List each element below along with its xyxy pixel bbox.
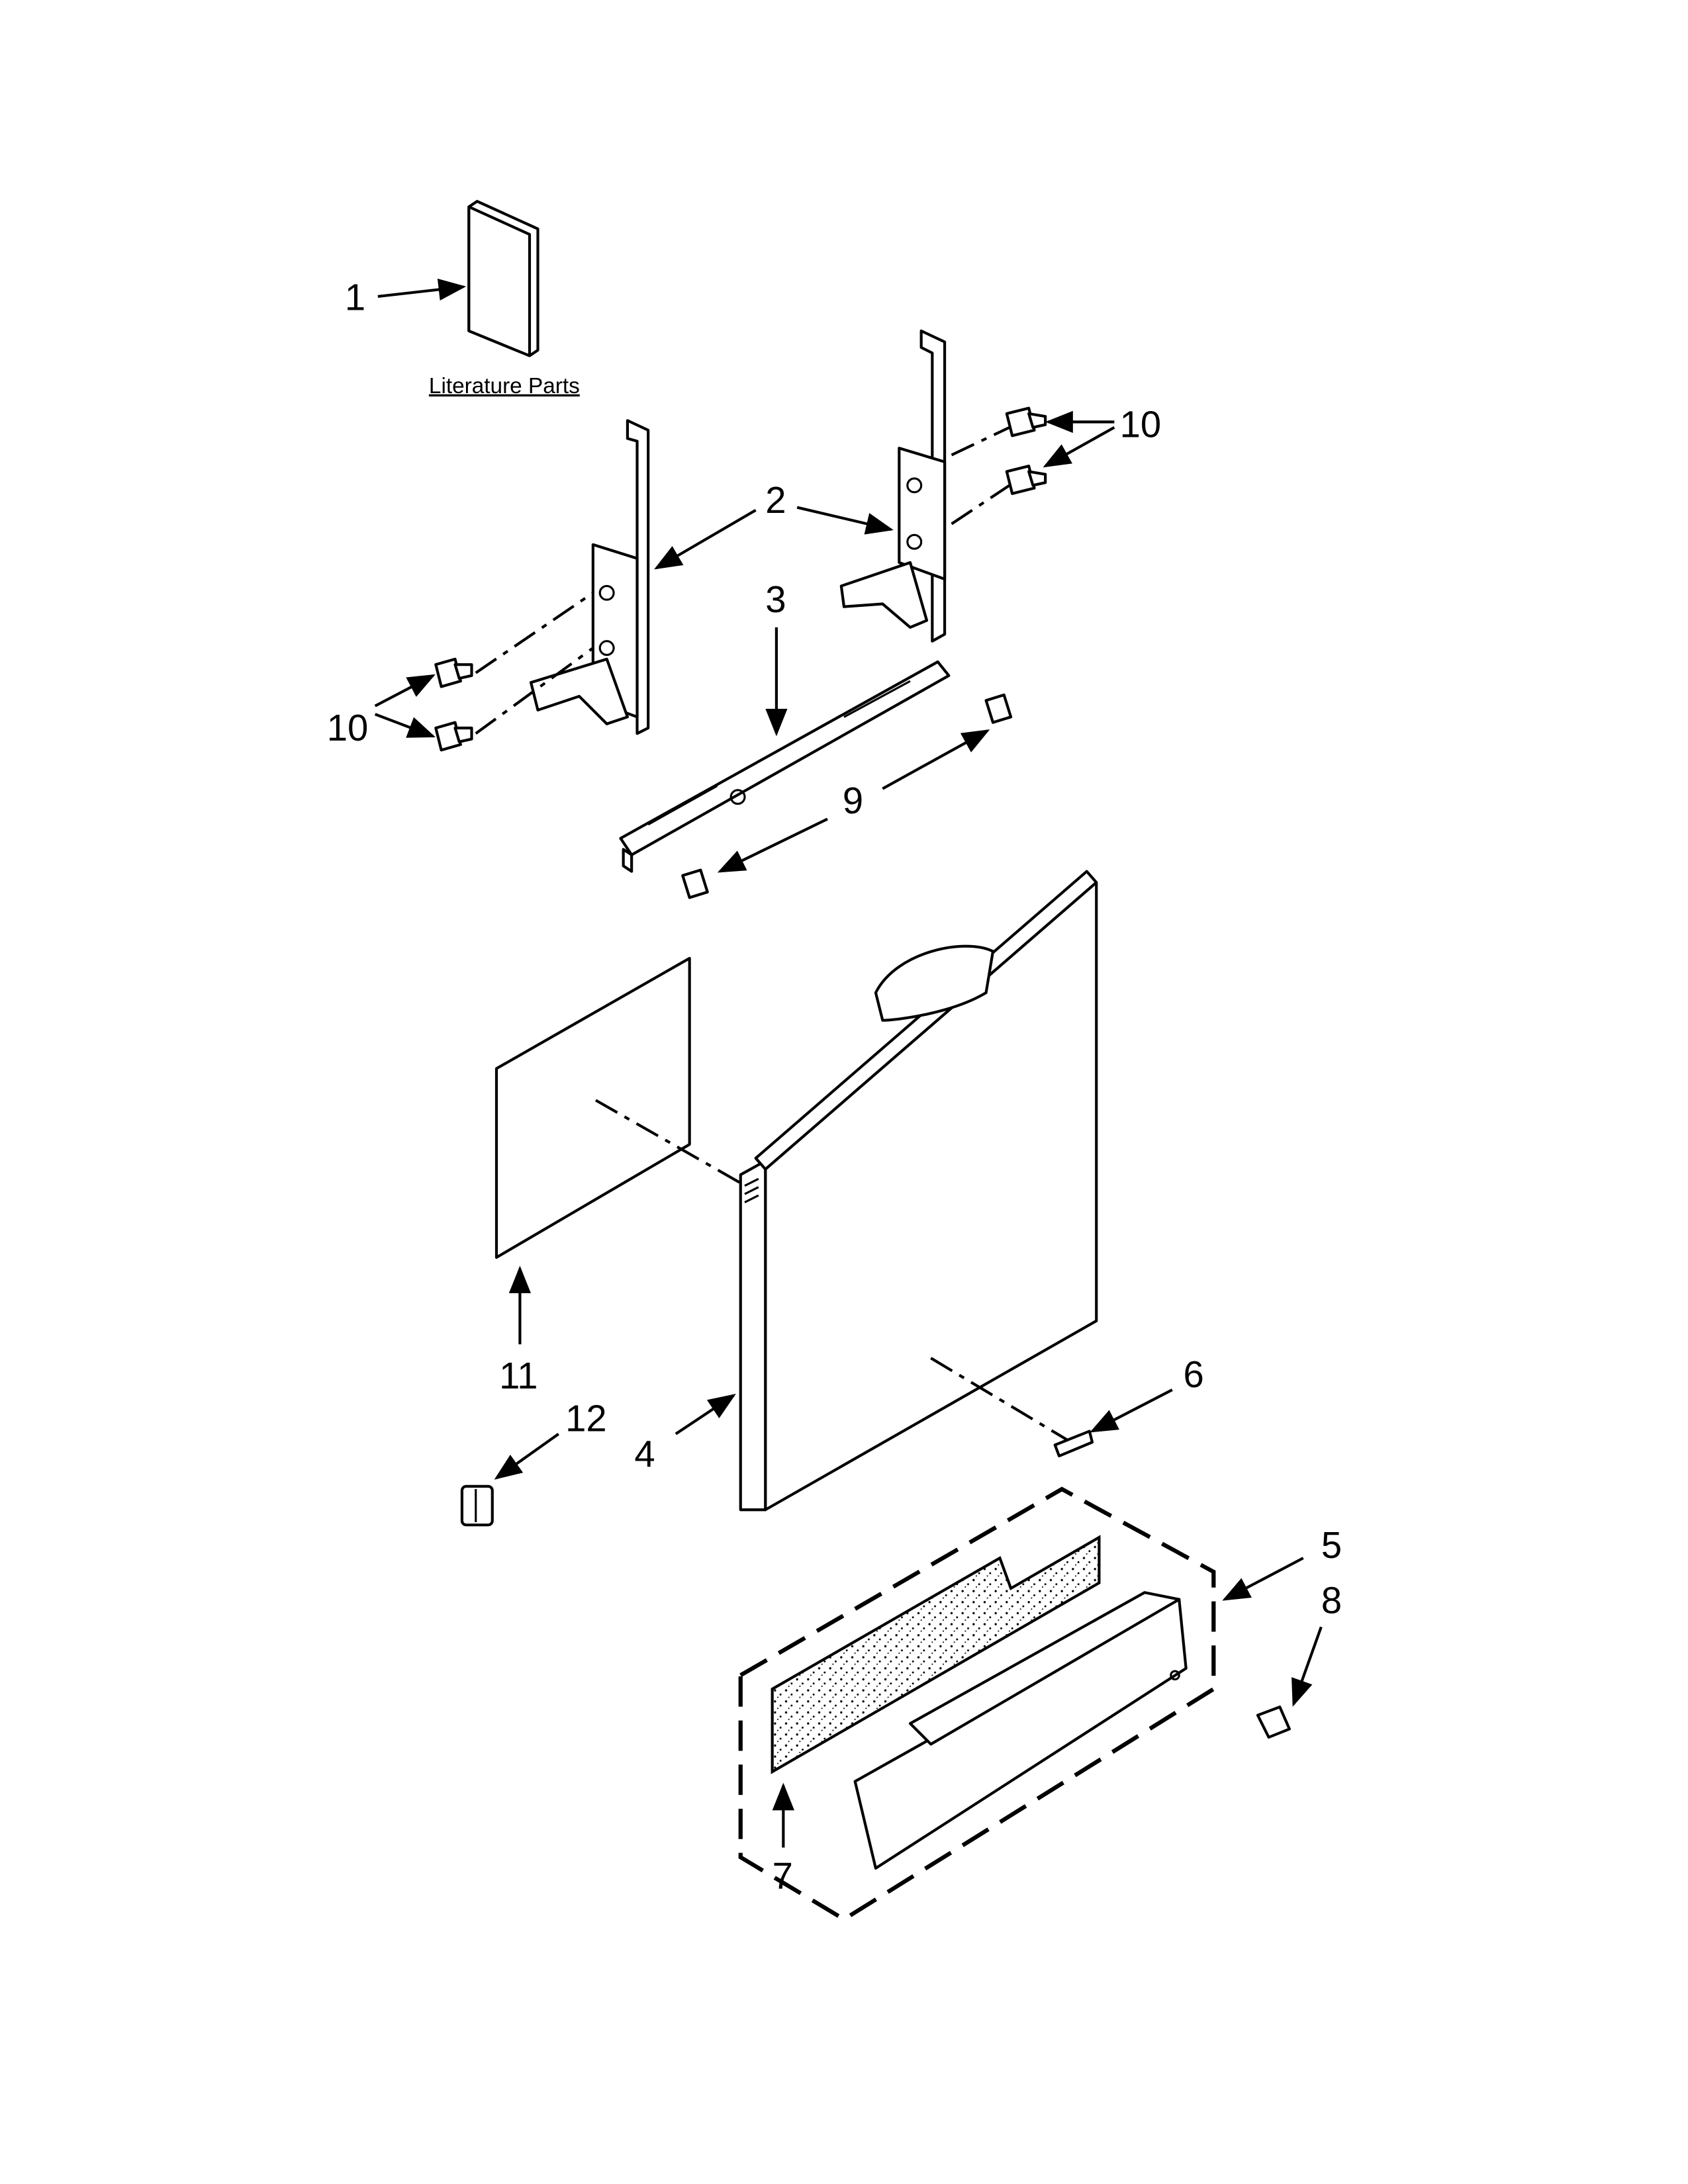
leader-2a [654,509,757,570]
screw-axis [951,426,1010,457]
door-rail [619,660,951,873]
callout-12: 12 [565,1398,607,1439]
screw [681,868,709,899]
end-cap-clip [460,1484,494,1527]
leader-9b [717,817,828,873]
leader-10c [374,674,436,707]
callout-10-right: 10 [1120,403,1162,445]
screw-axis [951,484,1011,525]
screw [1005,465,1047,495]
door-panel-insert [494,956,691,1259]
panel-axis [594,1099,741,1185]
callout-11: 11 [499,1355,538,1396]
callout-9: 9 [843,780,863,821]
leader-6 [1090,1388,1173,1433]
callout-2: 2 [765,479,786,521]
leader-10d [374,713,436,738]
screw [1256,1706,1291,1739]
screw [1005,406,1047,437]
leader-1 [377,278,467,301]
leader-5 [1222,1557,1304,1601]
literature-booklet [467,200,539,357]
leader-4 [675,1394,736,1435]
vent-slots [744,1177,759,1204]
literature-parts-caption: Literature Parts [429,374,580,398]
toe-panel-assembly-outline [738,1486,1216,1922]
callout-6: 6 [1184,1353,1204,1395]
leader-9a [882,729,990,790]
insulation-pad [771,1535,1101,1774]
logo-badge [1053,1430,1094,1458]
screw-axis [475,592,594,674]
callout-5: 5 [1321,1524,1342,1566]
screw [434,721,473,752]
leader-8 [1291,1626,1323,1707]
screw [984,693,1013,724]
leader-12 [494,1432,559,1480]
callout-7: 7 [773,1855,793,1897]
leader-2b [796,506,894,535]
hinge-bracket-left [530,419,650,735]
hinge-bracket-right [839,329,947,643]
badge-axis [930,1357,1070,1442]
callout-4: 4 [634,1433,655,1475]
screw-axis [475,647,594,735]
callout-1: 1 [345,277,365,318]
toe-kick-plate [853,1591,1188,1870]
leader-10b [1043,426,1115,468]
callout-3: 3 [765,578,786,620]
screw [434,657,473,688]
outer-door [739,870,1098,1512]
callout-8: 8 [1321,1580,1342,1621]
callout-10-left: 10 [327,707,369,749]
